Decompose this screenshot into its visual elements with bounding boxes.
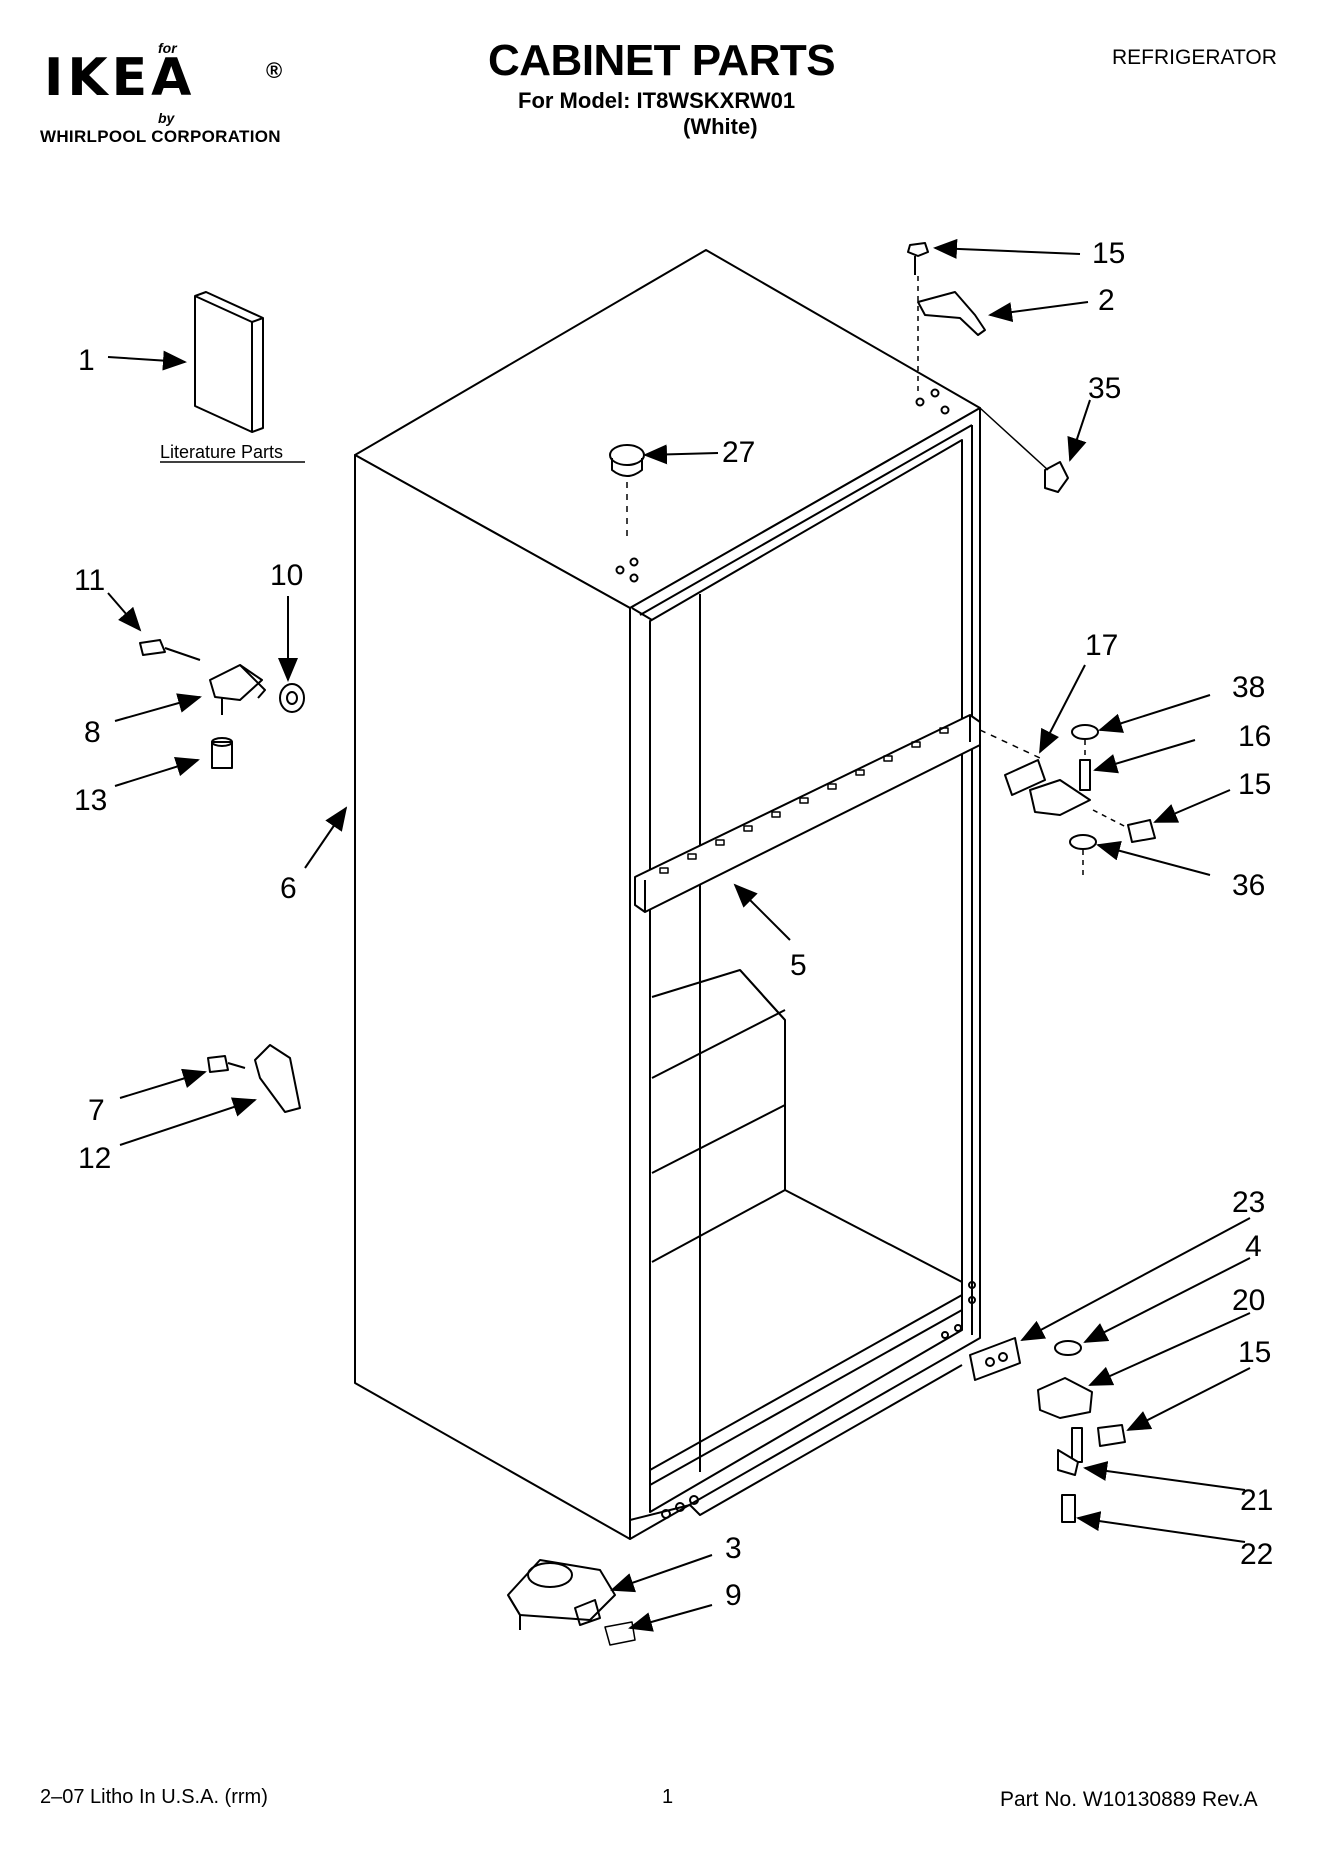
callout-1: 1 xyxy=(78,344,95,377)
callout-4: 4 xyxy=(1245,1230,1262,1263)
divider-rail xyxy=(634,714,981,913)
callout-3: 3 xyxy=(725,1532,742,1565)
product-category: REFRIGERATOR xyxy=(1112,46,1277,69)
callout-6: 6 xyxy=(280,872,297,905)
model-number: For Model: IT8WSKXRW01 xyxy=(518,88,796,113)
callout-17: 17 xyxy=(1085,629,1118,662)
ikea-logo: IKEA xyxy=(44,48,196,108)
callout-10: 10 xyxy=(270,559,303,592)
callout-38: 38 xyxy=(1232,671,1265,704)
callout-2: 2 xyxy=(1098,284,1115,317)
callout-20: 20 xyxy=(1232,1284,1265,1317)
model-color: (White) xyxy=(683,114,758,139)
callout-16: 16 xyxy=(1238,720,1271,753)
literature-booklet xyxy=(194,291,264,433)
callout-12: 12 xyxy=(78,1142,111,1175)
literature-parts-label: Literature Parts xyxy=(160,442,283,462)
callout-27: 27 xyxy=(722,436,755,469)
callout-11: 11 xyxy=(74,564,105,597)
litho-note: 2–07 Litho In U.S.A. (rrm) xyxy=(40,1786,268,1808)
callout-9: 9 xyxy=(725,1579,742,1612)
callout-15-bottom: 15 xyxy=(1238,1336,1271,1369)
callout-35: 35 xyxy=(1088,372,1121,405)
manufacturer-name: WHIRLPOOL CORPORATION xyxy=(40,127,281,146)
callout-22: 22 xyxy=(1240,1538,1273,1571)
callout-8: 8 xyxy=(84,716,101,749)
leveling-leg-parts xyxy=(507,1559,636,1646)
logo-by-text: by xyxy=(158,110,175,126)
registered-mark: ® xyxy=(266,58,283,83)
callout-36: 36 xyxy=(1232,869,1265,902)
cabinet-shell xyxy=(354,249,981,1540)
center-hinge-parts xyxy=(979,724,1156,878)
bottom-hinge-parts xyxy=(969,1337,1126,1523)
page-number: 1 xyxy=(662,1786,674,1808)
callout-13: 13 xyxy=(74,784,107,817)
part-number: Part No. W10130889 Rev.A xyxy=(1000,1788,1258,1811)
callout-5: 5 xyxy=(790,949,807,982)
logo-for-text: for xyxy=(158,40,177,56)
callout-7: 7 xyxy=(88,1094,105,1127)
interior-compartment xyxy=(651,969,963,1283)
leader-lines xyxy=(107,238,1251,1632)
callout-15-top: 15 xyxy=(1092,237,1125,270)
callout-21: 21 xyxy=(1240,1484,1273,1517)
callout-15-center: 15 xyxy=(1238,768,1271,801)
callout-labels: 1 15 2 35 27 11 10 8 13 6 17 38 16 15 36… xyxy=(74,237,1273,1612)
callout-23: 23 xyxy=(1232,1186,1265,1219)
top-hinge-parts xyxy=(907,242,1069,493)
left-hinge-assembly xyxy=(139,639,305,769)
left-bracket-parts xyxy=(207,1044,301,1113)
page-title: CABINET PARTS xyxy=(488,36,836,85)
